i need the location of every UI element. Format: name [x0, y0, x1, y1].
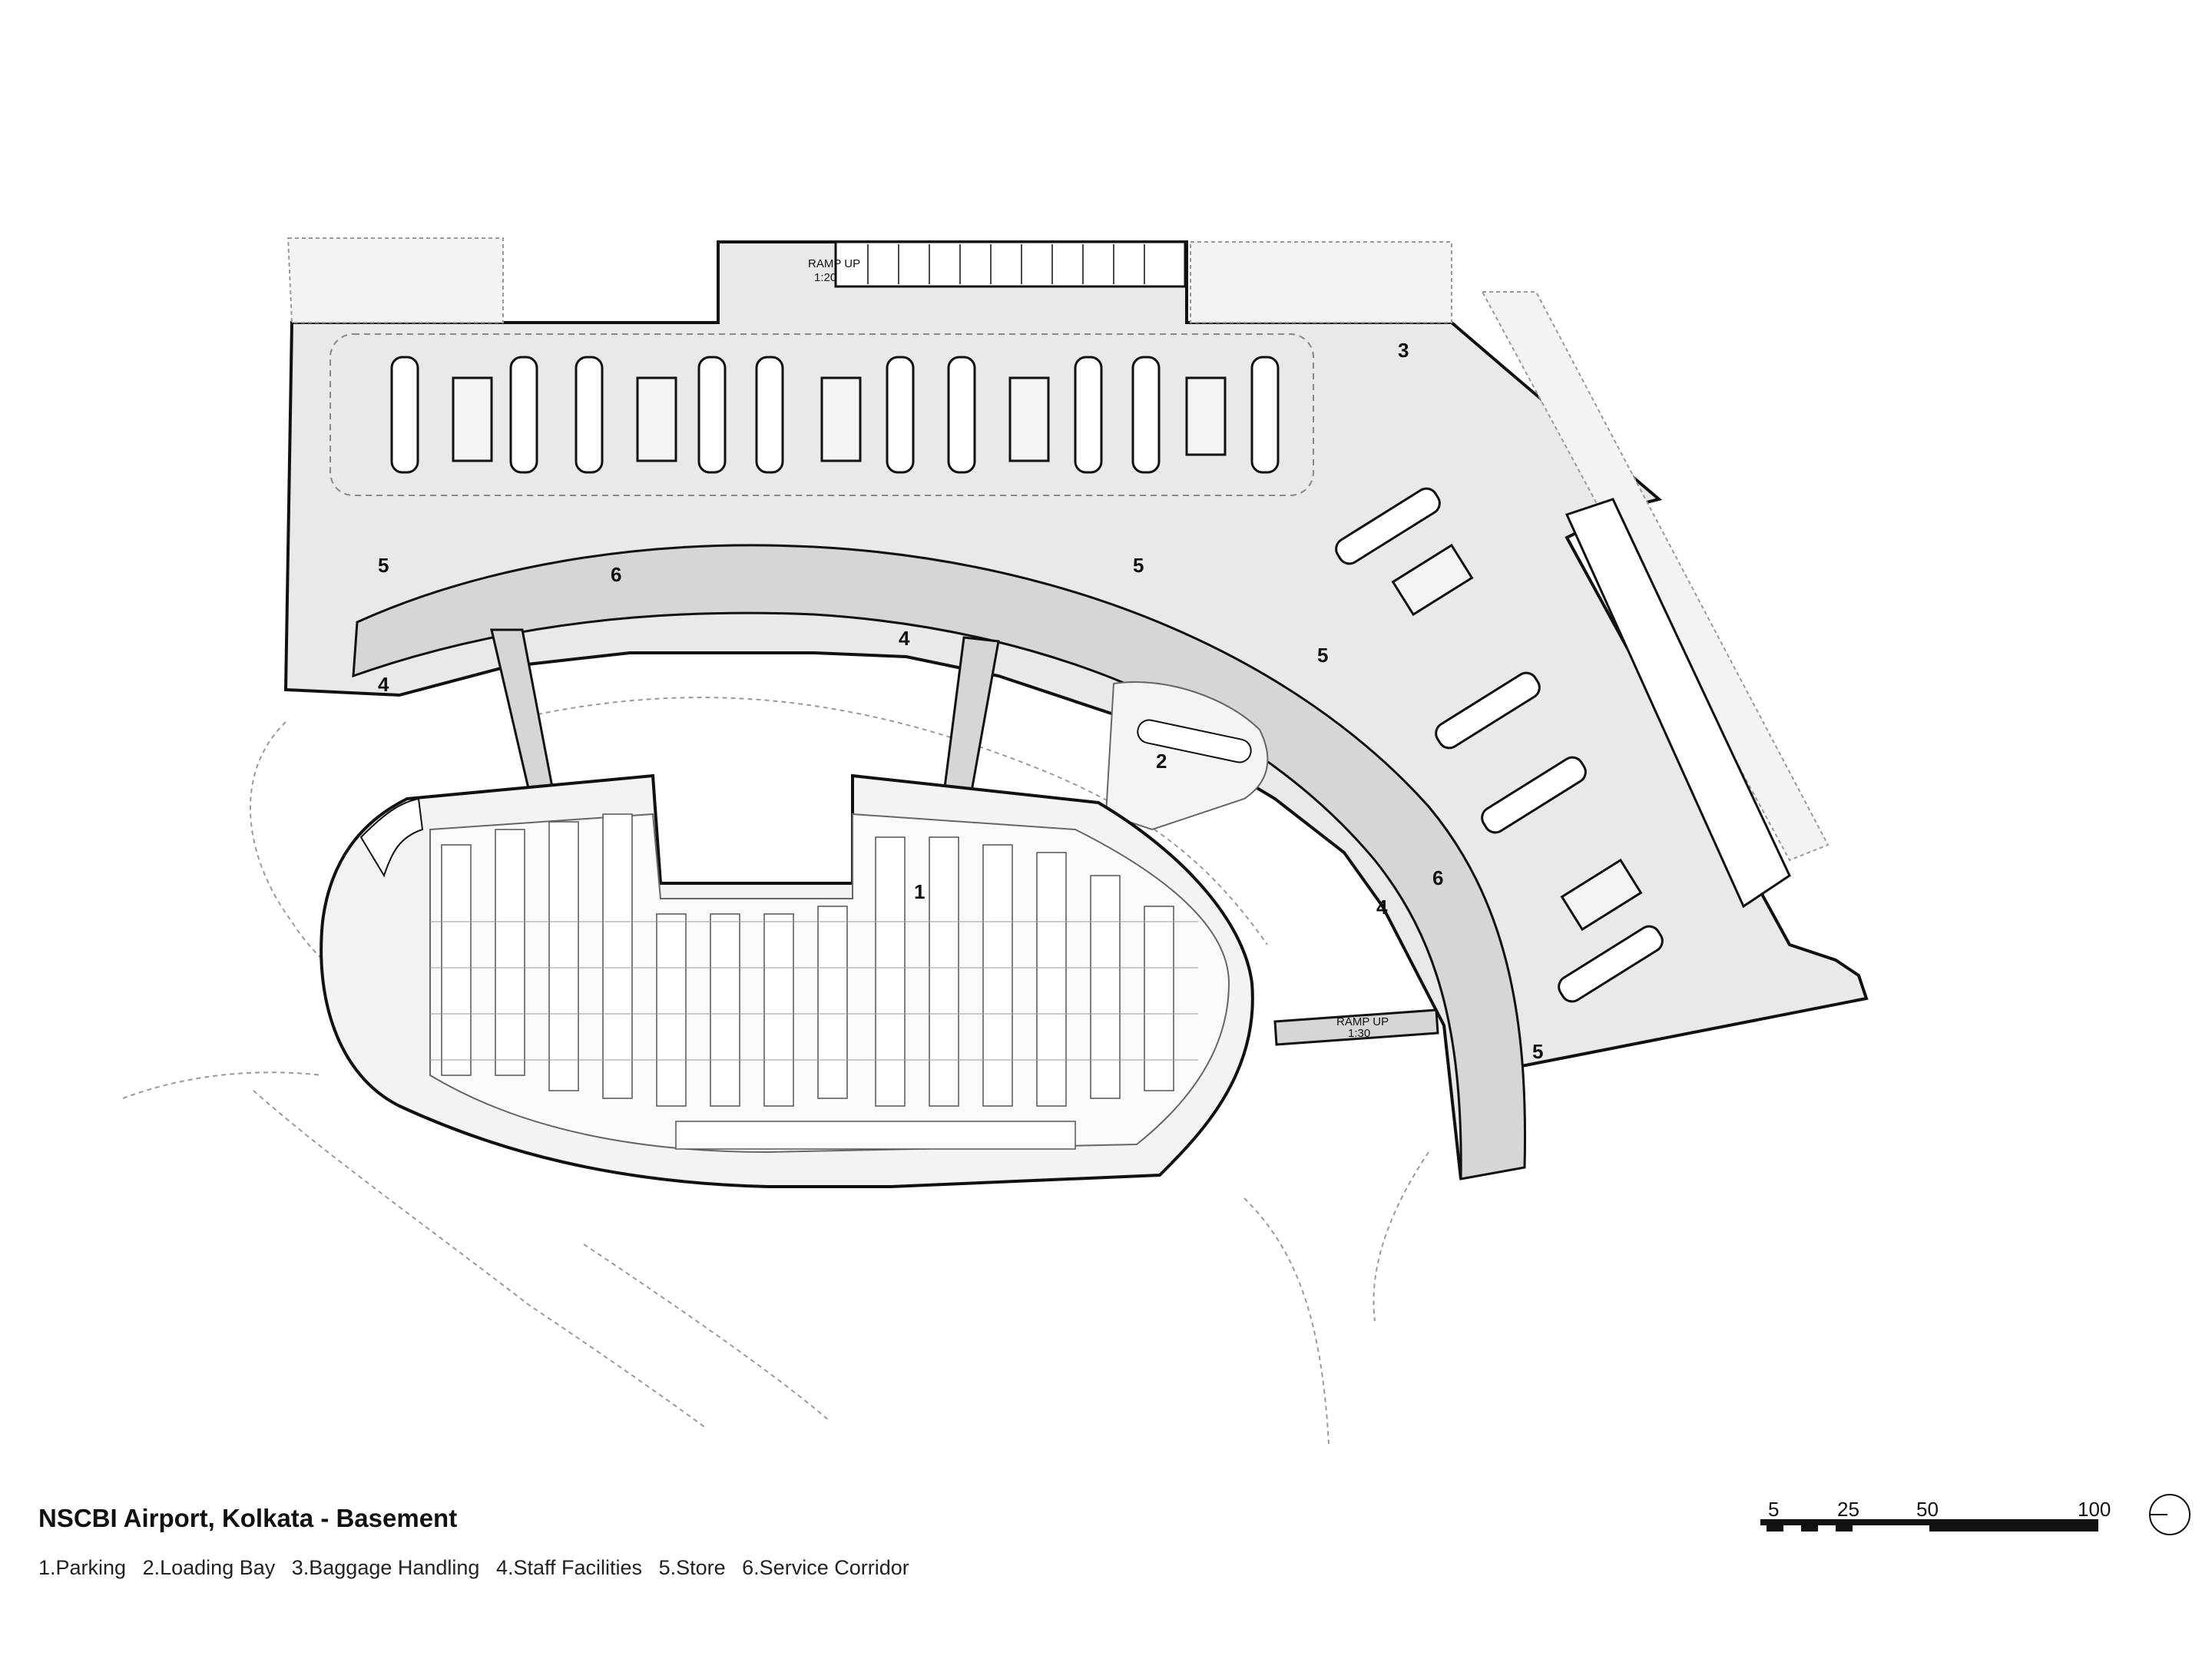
zone-label-staff-west: 4: [378, 673, 389, 696]
ramp-south-ratio: 1:30: [1348, 1027, 1370, 1040]
scale-tick-25: 25: [1837, 1498, 1859, 1521]
zone-label-corridor-n: 6: [611, 563, 621, 586]
zone-label-parking: 1: [914, 880, 925, 903]
drawing-title: NSCBI Airport, Kolkata - Basement: [38, 1504, 458, 1532]
zone-label-baggage-handling: 3: [1398, 339, 1409, 362]
zone-label-corridor-e: 6: [1432, 866, 1443, 889]
ramp-north-ratio: 1:20: [814, 271, 836, 284]
zone-label-staff-east: 4: [1376, 896, 1388, 919]
zone-label-store-ne: 5: [1317, 644, 1328, 667]
scale-bar: [1760, 1519, 2098, 1532]
scale-tick-5: 5: [1768, 1498, 1780, 1521]
legend-item-loading-bay: 2.Loading Bay: [142, 1556, 276, 1579]
loading-bay: [1104, 681, 1269, 831]
ramp-north-label: RAMP UP: [808, 257, 860, 270]
north-arrow-icon: [2149, 1494, 2190, 1535]
scale-tick-50: 50: [1916, 1498, 1939, 1521]
ramp-south-label: RAMP UP: [1336, 1015, 1389, 1028]
legend-item-parking: 1.Parking: [38, 1556, 127, 1579]
scale-tick-100: 100: [2078, 1498, 2111, 1521]
zone-label-store-se: 5: [1532, 1040, 1543, 1063]
zone-label-store-nw: 5: [378, 554, 389, 577]
legend: 1.Parking 2.Loading Bay 3.Baggage Handli…: [38, 1556, 920, 1580]
parking-stall-lines: [430, 921, 1198, 1061]
zone-label-loading-bay: 2: [1156, 750, 1167, 773]
parking-stalls: [441, 813, 1174, 1150]
zone-label-store-n: 5: [1133, 554, 1144, 577]
legend-item-baggage-handling: 3.Baggage Handling: [291, 1556, 480, 1579]
legend-item-service-corridor: 6.Service Corridor: [742, 1556, 909, 1579]
legend-item-staff-facilities: 4.Staff Facilities: [495, 1556, 643, 1579]
zone-label-staff-central: 4: [899, 627, 910, 650]
zone-labels: 1 2 3 4 4 4 5 5 5 5 6 6: [378, 339, 1543, 1063]
legend-item-store: 5.Store: [658, 1556, 726, 1579]
north-parking-drive: [329, 333, 1314, 496]
baggage-loops: [390, 356, 1664, 1003]
service-corridor: [352, 544, 1526, 1181]
